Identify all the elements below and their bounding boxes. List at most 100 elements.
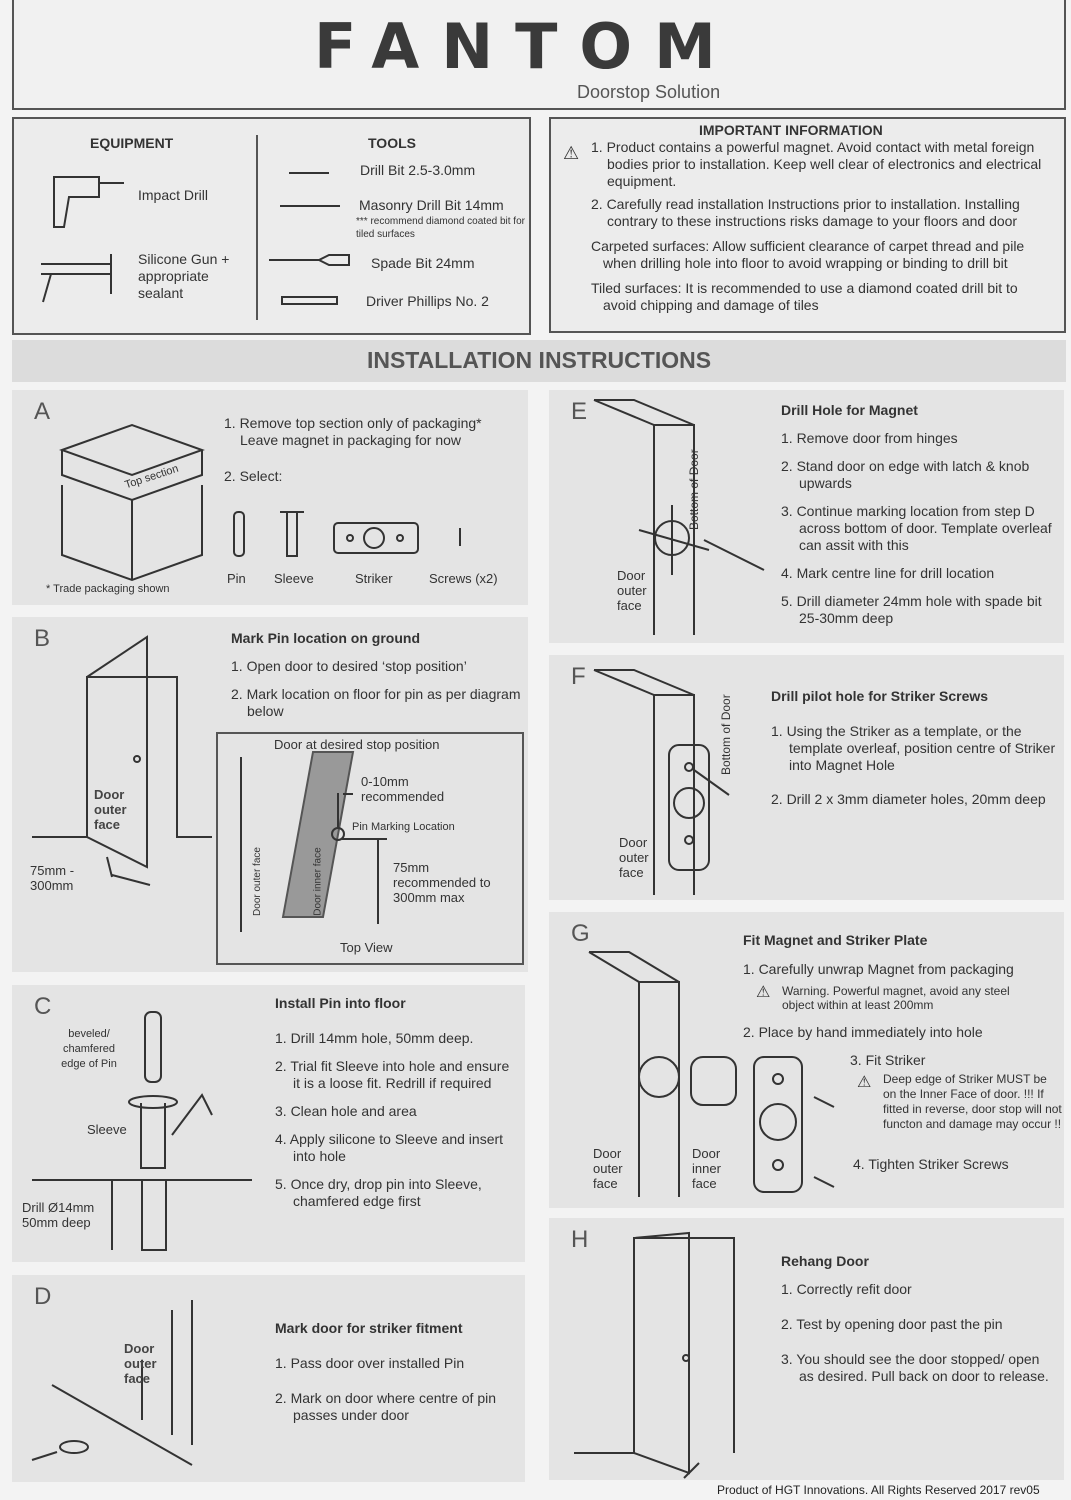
step-title: Rehang Door	[781, 1253, 869, 1269]
step-text: 2. Test by opening door past the pin	[781, 1316, 1003, 1332]
step-title: Fit Magnet and Striker Plate	[743, 932, 928, 948]
distance-label: 75mm - 300mm	[30, 863, 75, 893]
installation-title: INSTALLATION INSTRUCTIONS	[366, 347, 712, 373]
steps-list: 1. Correctly refit door 2. Test by openi…	[781, 1281, 1051, 1396]
step-text: 2. Mark on door where centre of pin pass…	[275, 1390, 497, 1423]
step-a-panel: A Top section * Trade packaging shown 1.…	[12, 390, 528, 605]
footer: Product of HGT Innovations. All Rights R…	[717, 1483, 1040, 1497]
step-letter: E	[571, 398, 588, 425]
step-title: Mark door for striker fitment	[275, 1320, 463, 1336]
step-h-panel: H Rehang Door 1. Correctly refit door 2.…	[549, 1218, 1064, 1480]
step-letter: H	[571, 1226, 589, 1253]
spade-bit-icon	[269, 254, 350, 266]
packaging-illustration	[59, 423, 205, 582]
step-c-panel: C beveled/ chamfered edge of Pin Sleeve …	[12, 985, 525, 1262]
step-title: Drill pilot hole for Striker Screws	[771, 688, 989, 704]
door-outer-face-label: Door outer face	[617, 568, 647, 613]
mark-door-illustration	[31, 1300, 193, 1466]
tool-note: *** recommend diamond coated bit for til…	[356, 216, 525, 240]
step-text: 1. Remove door from hinges	[781, 430, 958, 446]
step-text: 1. Pass door over installed Pin	[275, 1355, 465, 1371]
step-text: 4. Tighten Striker Screws	[853, 1156, 1009, 1172]
step-letter: F	[571, 663, 586, 690]
step-text: 3. Fit Striker	[850, 1052, 926, 1068]
inset-title: Door at desired stop position	[274, 737, 440, 752]
step-text: 4. Apply silicone to Sleeve and insert i…	[275, 1131, 504, 1164]
warning-text: Warning. Powerful magnet, avoid any stee…	[782, 984, 1010, 1012]
step-letter: A	[34, 398, 51, 425]
footnote: * Trade packaging shown	[46, 583, 170, 595]
step-letter: D	[34, 1283, 52, 1310]
step-letter: B	[34, 625, 51, 652]
pin-sleeve-illustration	[32, 1011, 252, 1251]
step-letter: C	[34, 993, 52, 1020]
tool-item: Driver Phillips No. 2	[366, 293, 489, 309]
sleeve-label: Sleeve	[87, 1122, 127, 1137]
step-text: 2. Mark location on floor for pin as per…	[231, 686, 521, 719]
header: FANTOM Doorstop Solution	[12, 0, 1066, 110]
part-label: Striker	[355, 571, 393, 586]
step-f-panel: F Bottom of Door Door outer face Drill p…	[549, 655, 1064, 900]
tool-item: Drill Bit 2.5-3.0mm	[360, 162, 476, 178]
top-view-caption: Top View	[340, 940, 393, 955]
important-item: Carpeted surfaces: Allow sufficient clea…	[591, 238, 1025, 271]
equipment-title: EQUIPMENT	[90, 135, 174, 151]
tool-item: Masonry Drill Bit 14mm	[359, 197, 504, 213]
door-inner-face-label: Door inner face	[312, 847, 324, 916]
steps-list: 1. Remove door from hinges 2. Stand door…	[781, 430, 1056, 638]
door-outer-face-label: Door outer face	[619, 835, 649, 880]
step-text: 4. Mark centre line for drill location	[781, 565, 995, 581]
tools-title: TOOLS	[368, 135, 416, 151]
step-text: 5. Drill diameter 24mm hole with spade b…	[781, 593, 1042, 626]
step-text: 5. Once dry, drop pin into Sleeve, chamf…	[275, 1176, 482, 1209]
step-text: 1. Remove top section only of packaging*…	[224, 415, 482, 448]
door-inner-face-label: Door inner face	[692, 1146, 721, 1191]
warning-icon: ⚠	[756, 984, 771, 1001]
important-item: Tiled surfaces: It is recommended to use…	[591, 280, 1018, 313]
divider	[256, 135, 258, 320]
gap-label: 0-10mm recommended	[361, 774, 445, 804]
installation-banner: INSTALLATION INSTRUCTIONS	[12, 340, 1066, 382]
steps-list: 1. Using the Striker as a template, or t…	[771, 723, 1056, 819]
pin-chamfer-label: beveled/ chamfered edge of Pin	[61, 1028, 117, 1070]
important-title: IMPORTANT INFORMATION	[699, 122, 883, 138]
important-item: 1. Product contains a powerful magnet. A…	[591, 139, 1042, 189]
rehang-door-illustration	[574, 1231, 735, 1479]
equipment-tools-box: EQUIPMENT Impact Drill Silicone Gun + ap…	[12, 117, 531, 335]
equipment-item: Silicone Gun + appropriate sealant	[138, 251, 230, 301]
step-title: Drill Hole for Magnet	[781, 402, 918, 418]
step-text: 3. You should see the door stopped/ open…	[781, 1351, 1049, 1384]
step-text: 1. Open door to desired ‘stop position’	[231, 658, 467, 674]
impact-drill-icon	[53, 176, 124, 228]
silicone-gun-icon	[41, 254, 112, 303]
step-text: 1. Drill 14mm hole, 50mm deep.	[275, 1030, 474, 1046]
door-outer-face-label: Door outer face	[593, 1146, 623, 1191]
bottom-of-door-label: Bottom of Door	[719, 694, 733, 775]
pilot-hole-illustration	[593, 669, 730, 895]
brand-logo: FANTOM	[314, 10, 738, 83]
part-label: Screws (x2)	[429, 571, 498, 586]
phillips-bit-icon	[281, 296, 338, 305]
range-label: 75mm recommended to 300mm max	[393, 860, 491, 905]
step-text: 2. Select:	[224, 468, 283, 484]
step-text: 1. Carefully unwrap Magnet from packagin…	[743, 961, 1014, 977]
door-illustration	[32, 635, 212, 886]
step-text: 1. Using the Striker as a template, or t…	[771, 723, 1056, 773]
step-g-panel: G Door outer face Door inner face Fit Ma…	[549, 912, 1064, 1208]
steps-list: 1. Pass door over installed Pin 2. Mark …	[275, 1355, 515, 1435]
equipment-item: Impact Drill	[138, 187, 209, 203]
step-text: 3. Clean hole and area	[275, 1103, 417, 1119]
part-label: Pin	[227, 571, 246, 586]
pin-marking-label: Pin Marking Location	[352, 821, 455, 833]
top-view-diagram	[240, 751, 387, 932]
step-e-panel: E Bottom of Door Door outer face Drill H…	[549, 390, 1064, 643]
warning-icon: ⚠	[857, 1074, 872, 1091]
step-text: 2. Stand door on edge with latch & knob …	[781, 458, 1030, 491]
step-text: 2. Drill 2 x 3mm diameter holes, 20mm de…	[771, 791, 1046, 807]
drill-hole-illustration	[593, 399, 765, 635]
step-text: 1. Correctly refit door	[781, 1281, 912, 1297]
top-view-inset: Door at desired stop position 0-10mm rec…	[216, 732, 524, 965]
step-d-panel: D Door outer face Mark door for striker …	[12, 1275, 525, 1482]
step-b-panel: B Door outer face 75mm - 300mm Mark Pin …	[12, 617, 528, 972]
door-outer-face-label: Door outer face	[94, 787, 127, 832]
